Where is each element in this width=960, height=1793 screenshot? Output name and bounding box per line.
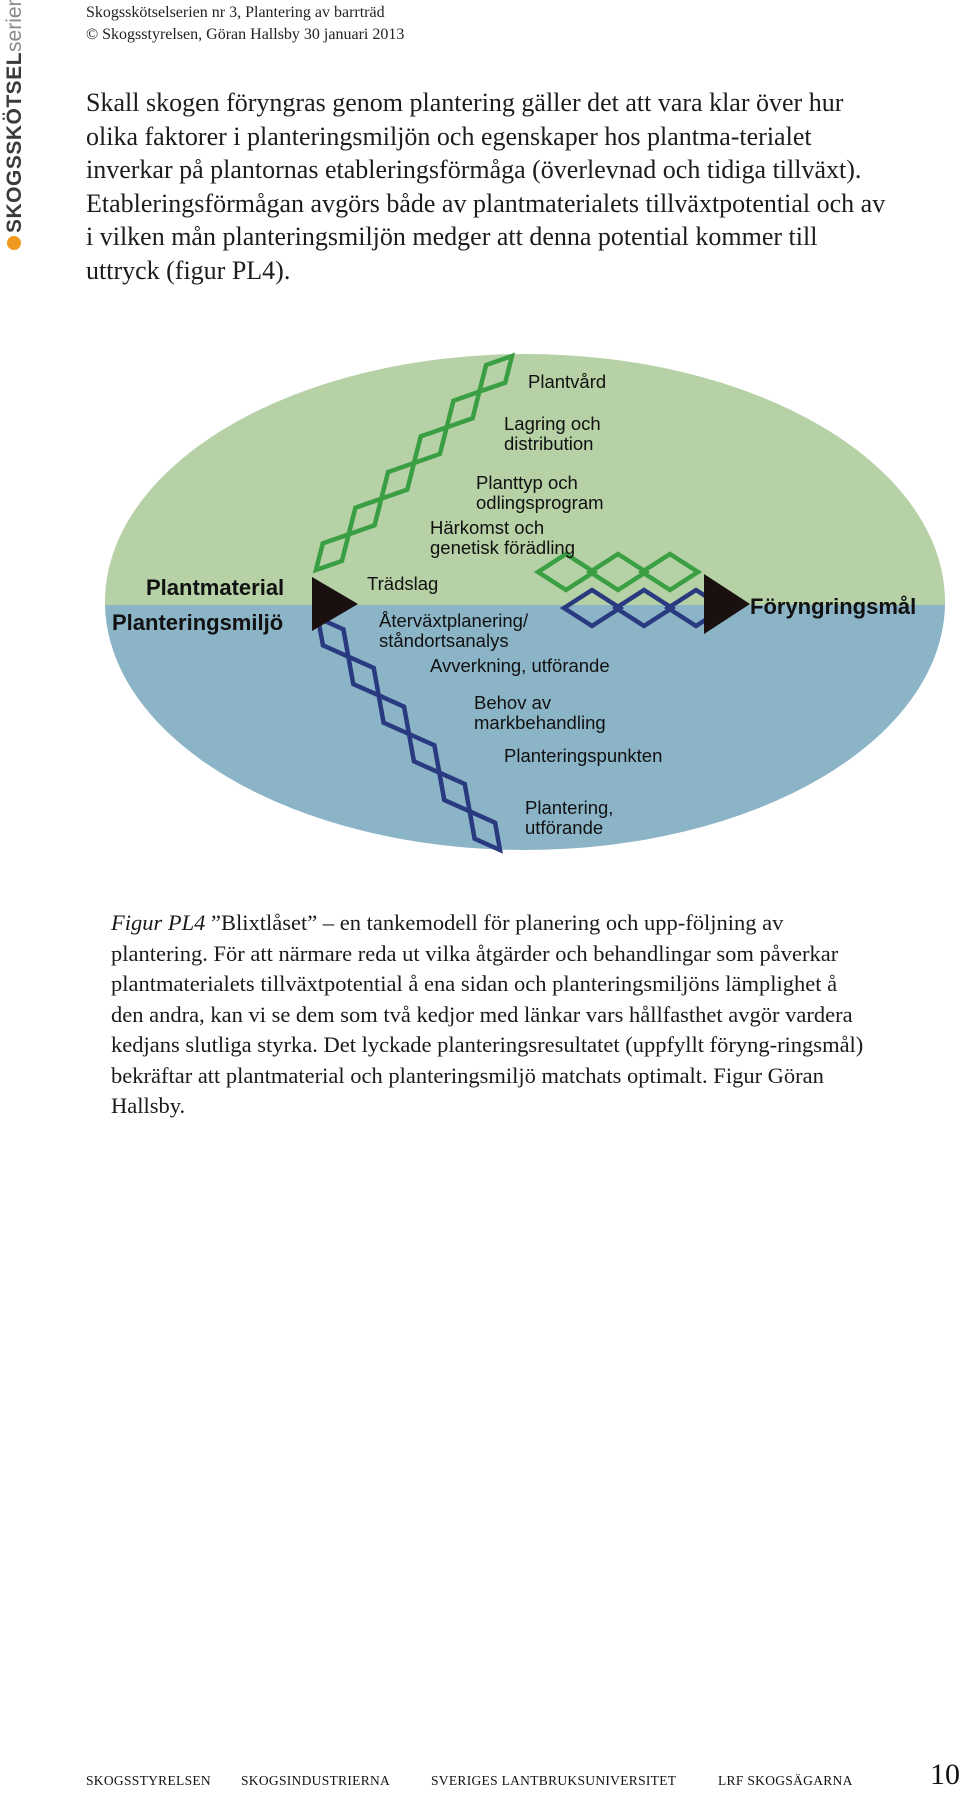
footer-org-slu: SVERIGES LANTBRUKSUNIVERSITET	[431, 1773, 677, 1788]
blue-chain-link-5	[466, 807, 503, 854]
chains	[312, 352, 729, 854]
logo-series: serien	[3, 0, 26, 52]
label-plantmaterial: Plantmaterial	[146, 575, 284, 600]
footer-org-lrf: LRF SKOGSÄGARNA	[718, 1773, 853, 1788]
intro-paragraph: Skall skogen föryngras genom plantering …	[86, 88, 886, 285]
green-hz-1	[637, 551, 703, 593]
label-foryngringsmal: Föryngringsmål	[750, 594, 916, 619]
logo-brand: SKOGSSKÖTSEL	[3, 51, 26, 233]
green-chain-link-5	[476, 352, 516, 396]
label-planteringsmiljo: Planteringsmiljö	[112, 610, 283, 635]
caption-figure-ref: Figur PL4	[111, 910, 206, 935]
figure-pl4: Plantmaterial Planteringsmiljö Föryngrin…	[0, 340, 960, 860]
caption-text: ”Blixtlåset” – en tankemodell för planer…	[111, 910, 864, 1118]
blue-link-label-4: Plantering,utförande	[525, 797, 613, 838]
page-header: Skogsskötselserien nr 3, Plantering av b…	[86, 2, 404, 46]
green-link-label-0: Plantvård	[528, 371, 606, 392]
blue-link-label-0: Återväxtplanering/ståndortsanalys	[379, 610, 529, 651]
zipper-diagram: Plantmaterial Planteringsmiljö Föryngrin…	[105, 352, 945, 854]
footer-org-skogsindustrierna: SKOGSINDUSTRIERNA	[241, 1773, 391, 1788]
page-footer: SKOGSSTYRELSEN SKOGSINDUSTRIERNA SVERIGE…	[86, 1773, 946, 1793]
green-hz-0	[585, 551, 651, 593]
blue-hz-0	[559, 587, 625, 629]
blue-hz-1	[611, 587, 677, 629]
blue-link-label-1: Avverkning, utförande	[430, 655, 610, 676]
blue-link-label-3: Planteringspunkten	[504, 745, 662, 766]
figure-caption: Figur PL4 ”Blixtlåset” – en tankemodell …	[111, 908, 871, 1122]
left-arrow-icon	[312, 577, 358, 631]
arrows	[312, 574, 750, 634]
footer-org-skogsstyrelsen: SKOGSSTYRELSEN	[86, 1773, 211, 1788]
green-link-label-4: Trädslag	[367, 573, 438, 594]
header-copyright: © Skogsstyrelsen, Göran Hallsby 30 janua…	[86, 26, 405, 43]
page-number: 10	[930, 1758, 960, 1791]
header-series-title: Skogsskötselserien nr 3, Plantering av b…	[86, 4, 385, 21]
logo-dot-icon	[7, 236, 22, 250]
green-hz-start	[533, 551, 599, 593]
right-arrow-icon	[704, 574, 750, 634]
